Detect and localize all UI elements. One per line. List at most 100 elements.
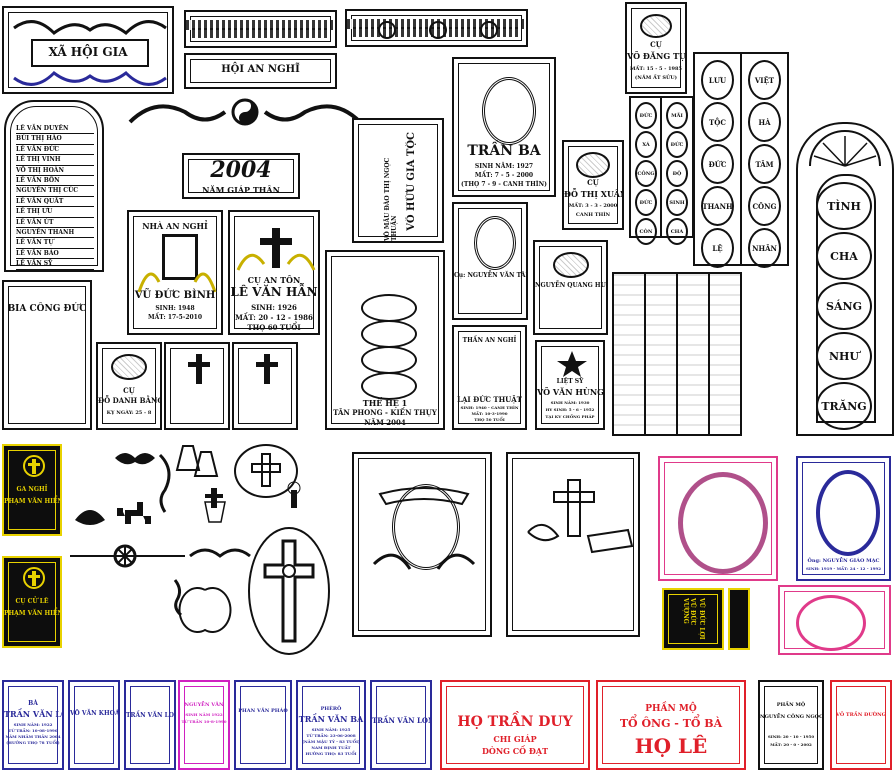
plate-name: LẠI ĐỨC THUẬT: [457, 395, 522, 404]
scroll-ornament-icon: [13, 20, 167, 86]
column-glyph: VIỆT: [748, 60, 781, 100]
cross-medallion: [234, 444, 298, 498]
vertical-text: VŨ ĐỨC VƯỢNG: [682, 598, 696, 626]
plate-head: THẦN AN NGHỈ: [462, 337, 517, 344]
plate-name: LÊ VĂN HẪN: [230, 285, 318, 299]
plate-line: CANH THÌN: [575, 212, 611, 218]
plate-nguyen-van-pink: NGUYỄN VĂN SINH NĂM 1922 TỪ TRẦN 10-8-19…: [178, 680, 230, 770]
plate-head: NHÀ AN NGHỈ: [142, 221, 208, 231]
cross-icon: [23, 455, 45, 477]
year-subtitle: NĂM GIÁP THÂN: [202, 185, 280, 195]
plate-line: SINH NĂM: 1930: [550, 400, 590, 405]
list-item: VÕ THỊ HOÀN: [16, 166, 94, 177]
plate-do-danh-bang: CỤ ĐỖ DANH BẰNG KỴ NGÀY: 25 - 8: [96, 342, 162, 430]
plate-name: VŨ ĐỨC BÌNH: [134, 290, 216, 301]
plate-head: CỤ: [650, 40, 662, 49]
plate-name: NGUYỄN CÔNG NGỌC: [760, 714, 823, 720]
ornament-frame-1: [184, 10, 337, 48]
sunburst-icon: [809, 130, 881, 167]
plate-line: TỪ TRẦN 10-8-1990: [181, 719, 227, 724]
large-cross-oval: [248, 527, 330, 655]
plate-line: HƯỞNG THỌ: 83 TUỔI: [305, 751, 357, 756]
photo-oval: [482, 77, 536, 145]
list-item: LÊ VĂN DUYÊN: [16, 124, 94, 135]
plate-line: PHẦN MỘ: [645, 704, 697, 714]
plate-head: CỤ CỬ LÊ: [15, 598, 49, 605]
plate-line: TẠI KV CHỐNG PHÁP: [545, 414, 595, 419]
plate-head: PHẦN MỘ: [776, 702, 806, 708]
column-glyph: CÒN: [635, 218, 657, 245]
plate-line: (NĂM ẤT SỬU): [634, 75, 678, 81]
plate-line: CHI GIÁP: [493, 734, 537, 744]
list-item: NGUYỄN THANH: [16, 228, 94, 239]
plate-head: LIỆT SỸ: [556, 378, 584, 385]
plate-name: VÕ VĂN KHOÁI: [70, 710, 120, 717]
plate-name: NGUYỄN VĂN: [184, 702, 224, 708]
list-item: BÙI THỊ HÀO: [16, 134, 94, 145]
plate-vu-duc-vuong: VŨ ĐỨC VƯỢNG VŨ ĐỨC LỢI: [662, 588, 724, 650]
hoi-an-nghi-banner: HỘI AN NGHĨ: [184, 53, 337, 89]
plate-head: CỤ AN TÔN: [247, 275, 301, 285]
plate-line: KỴ NGÀY: 25 - 8: [106, 410, 152, 416]
cross-icon: [263, 539, 315, 643]
plate-do-thi-xuan: CỤ ĐỖ THỊ XUÂN MẤT: 3 - 3 - 2000 CANH TH…: [562, 140, 624, 230]
lotus-ornament-frame: [345, 9, 528, 47]
plate-vo-tran-duong: VÕ TRẦN ĐƯỜNG: [830, 680, 892, 770]
plate-vo-van-hung: LIỆT SỸ VÕ VĂN HÙNG SINH NĂM: 1930 HY SI…: [535, 340, 605, 430]
cross-icon: [256, 354, 278, 384]
column-glyph: ĐỘ: [666, 160, 688, 187]
column-glyph: MÃI: [666, 102, 688, 129]
circle-band: [361, 294, 417, 400]
list-item: LÊ VĂN TỰ: [16, 238, 94, 249]
cross-book-icon: [527, 479, 634, 554]
column-plate-mid-3: [676, 272, 710, 436]
plate-name: PHAN VĂN PHÁO: [238, 708, 288, 714]
plate-name: VÕ VĂN HÙNG: [537, 387, 605, 397]
plate-line: SINH: 1940 - CANH THÌN: [460, 405, 519, 410]
plate-line: NĂM NHÂM THÂN 2004: [5, 734, 61, 739]
column-glyph: NHÂN: [748, 228, 781, 268]
plate-line: THỌ 50 TUỔI: [474, 417, 505, 422]
plate-head: BÀ: [28, 700, 38, 707]
star-icon: [557, 351, 587, 377]
plate-name: VÕ TRẦN ĐƯỜNG: [836, 712, 886, 718]
banner-text: XÃ HỘI GIA: [48, 45, 128, 59]
column-glyph: CHA: [666, 218, 688, 245]
plate-name: NGUYỄN QUANG HUY: [535, 282, 608, 289]
pink-oval-frame: [658, 456, 778, 581]
photo-frame: [162, 234, 198, 280]
plate-line: MẤT: 20 - 0 - 2002: [770, 742, 812, 747]
column-glyph: LƯU: [701, 60, 734, 100]
plate-line: MẤT: 15 - 5 - 1985: [629, 66, 682, 72]
column-glyph: NHƯ: [816, 332, 872, 380]
vertical-text: VÕ MẪU ĐÀO THỊ NGỌC THUẬN: [384, 157, 398, 241]
plate-name: PHẠM VĂN HIỂN: [4, 610, 62, 617]
column-glyph: TỘC: [701, 102, 734, 142]
plate-line: SINH: 20 - 10 - 1950: [767, 734, 815, 739]
plate-name: ĐỖ DANH BẰNG: [98, 396, 162, 405]
photo-oval: [816, 470, 880, 556]
ornament-symbols-icon: [70, 445, 301, 633]
blank-oval-frame-1: [352, 452, 492, 637]
plate-line: HY SINH: 5 - 6 - 1952: [545, 407, 595, 412]
list-item: LÊ VĂN ĐỨC: [16, 145, 94, 156]
column-glyph: TÌNH: [816, 182, 872, 230]
column-glyph: XÁ: [635, 131, 657, 158]
plate-line: THỌ 60 TUỔI: [247, 323, 301, 332]
vertical-text: VÕ HỮU GIA TỘC: [406, 132, 417, 231]
plate-nguyen-giao-mac: Ông: NGUYỄN GIÁO MẠC SINH: 1919 - MẤT: 2…: [796, 456, 891, 581]
column-glyph: THANH: [701, 186, 734, 226]
plate-line: MẤT: 17-5-2010: [147, 314, 203, 321]
plate-line: (HƯỞNG THỌ 78 TUỔI): [6, 740, 60, 745]
plate-ho-le: PHẦN MỘ TỔ ÔNG - TỔ BÀ HỌ LÊ: [596, 680, 746, 770]
plate-le-van-han: CỤ AN TÔN LÊ VĂN HẪN SINH: 1926 MẤT: 20 …: [228, 210, 320, 335]
plate-line: TỔ ÔNG - TỔ BÀ: [619, 717, 723, 730]
list-item: NGUYỄN THỊ CÚC: [16, 186, 94, 197]
column-plate-mid-2: [644, 272, 678, 436]
